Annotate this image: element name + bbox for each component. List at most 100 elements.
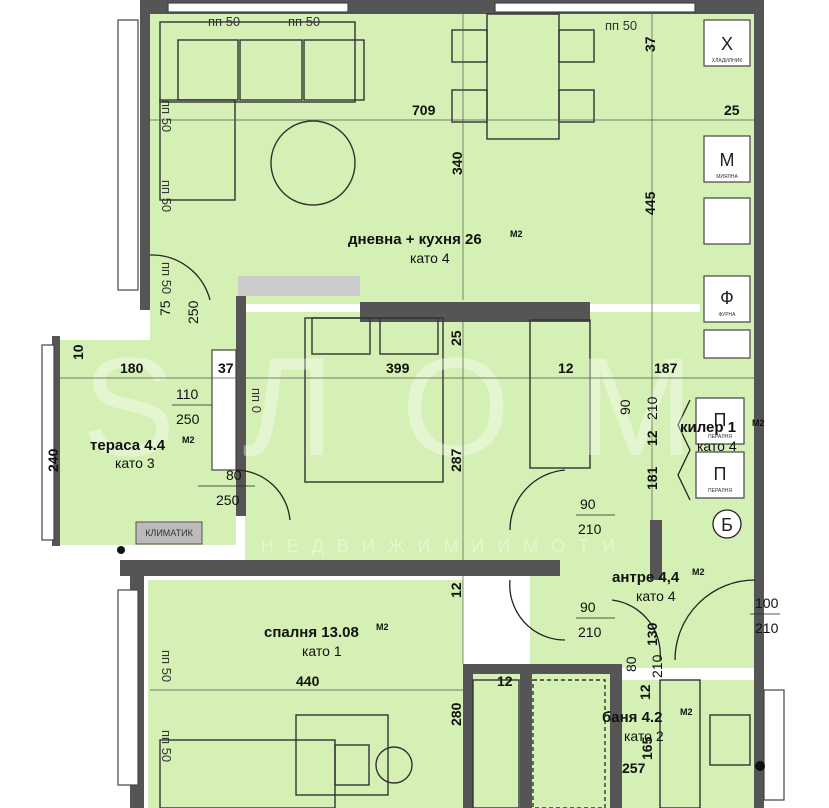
wall-bath-right <box>610 664 622 808</box>
terrace-floor: като 3 <box>115 455 155 471</box>
door-terrace-living <box>149 254 211 301</box>
wall-left-living <box>140 0 150 310</box>
dim-12-bath: 12 <box>497 673 513 689</box>
wall-bedroom-divider <box>120 560 560 576</box>
entrance-floor: като 4 <box>636 588 676 604</box>
window-top-right <box>494 2 696 13</box>
dim-25-mid: 25 <box>448 330 464 346</box>
dim-280: 280 <box>448 702 464 726</box>
pp50-left-d: пп 50 <box>159 650 174 682</box>
watermark-logo: S Л O M <box>82 328 707 485</box>
terrace-floor <box>58 340 236 545</box>
dim-12-mid: 12 <box>558 360 574 376</box>
terrace-name: тераса 4.4 <box>90 437 166 454</box>
dim-399: 399 <box>386 360 410 376</box>
w90-b: 90 <box>580 496 596 512</box>
fridge-letter: Х <box>721 34 733 54</box>
h210-d: 210 <box>755 620 779 636</box>
w90-a: 90 <box>617 399 633 415</box>
dryer-icon <box>695 451 745 499</box>
dim-37-mid: 37 <box>218 360 234 376</box>
furniture <box>159 13 751 808</box>
bed-2 <box>159 739 336 808</box>
entrance-floor <box>530 560 760 668</box>
pantry-name: килер 1 <box>680 419 736 436</box>
dim-257: 257 <box>622 760 646 776</box>
w90-c: 90 <box>580 599 596 615</box>
entry-marker-circle <box>712 509 742 539</box>
living-room-floor <box>150 14 702 304</box>
bathroom-unit: M2 <box>680 707 693 717</box>
w110: 110 <box>176 386 199 402</box>
bath-sink <box>709 714 751 766</box>
climate-unit-label: КЛИМАТИК <box>145 528 193 538</box>
pp50-top-b: пп 50 <box>288 14 320 29</box>
bath-cabinet <box>472 679 520 808</box>
dim-12-bath2: 12 <box>637 684 653 700</box>
w100: 100 <box>755 595 779 611</box>
door-pantry-folding <box>677 399 691 501</box>
window-bedroom1-frame <box>211 349 237 471</box>
bathroom-floor: като 2 <box>624 728 664 744</box>
bath-tub <box>659 679 701 808</box>
oven-caption: ФУРНА <box>718 312 736 318</box>
dimension-labels: 709 340 445 37 25 180 37 399 12 187 10 2… <box>45 36 740 776</box>
dim-10: 10 <box>70 344 86 360</box>
wall-bedroom1-left <box>236 296 246 516</box>
window-top-left <box>167 2 349 13</box>
coffee-table <box>270 120 356 206</box>
dim-37-top: 37 <box>642 36 658 52</box>
bedroom-unit: M2 <box>376 622 389 632</box>
sofa <box>159 21 365 201</box>
h210-a: 210 <box>644 396 660 420</box>
wall-bath-left <box>463 664 473 808</box>
living-floor: като 4 <box>410 250 450 266</box>
entrance-name: антре 4,4 <box>612 569 680 586</box>
washer-icon <box>695 397 745 445</box>
opening-notes: пп 50 пп 50 пп 50 пп 50 пп 50 пп 50 пп 5… <box>157 14 780 762</box>
pp50-left-e: пп 50 <box>159 730 174 762</box>
dim-180: 180 <box>120 360 144 376</box>
wall-bath-top <box>463 664 613 674</box>
door-bathroom <box>611 599 661 661</box>
sink-icon <box>703 197 751 245</box>
doors <box>149 254 756 661</box>
wall-terrace-left <box>52 336 60 546</box>
entry-marker: Б <box>721 515 733 535</box>
dim-240: 240 <box>45 448 61 472</box>
dim-12-bed: 12 <box>448 582 464 598</box>
living-unit: M2 <box>510 229 523 239</box>
dryer-caption: ПЕРАЛНЯ <box>708 488 732 494</box>
windows <box>41 2 785 801</box>
dishwasher-caption: МИЯЛНА <box>716 174 738 180</box>
pp50-top-a: пп 50 <box>208 14 240 29</box>
terrace-link-floor <box>150 300 245 350</box>
door-terrace <box>235 469 291 521</box>
door-bedroom1 <box>509 469 566 531</box>
dim-12-vert: 12 <box>644 430 660 446</box>
bathroom-floor <box>533 668 613 808</box>
dim-25-right: 25 <box>724 102 740 118</box>
fridge-caption: ХЛАДИЛНИК <box>712 58 743 64</box>
window-left-bedroom2 <box>117 589 139 786</box>
window-right-bath <box>763 689 785 801</box>
dishwasher-icon <box>703 135 751 183</box>
wall-bath-mid <box>520 664 532 808</box>
bedroom-floor: като 1 <box>302 643 342 659</box>
window-terrace <box>41 344 55 541</box>
terrace-unit: M2 <box>182 435 195 445</box>
dim-181: 181 <box>644 466 660 490</box>
stove-icon <box>703 329 751 359</box>
window-left-living <box>117 19 139 291</box>
wall-bedroom1-top-light <box>238 276 360 296</box>
oven-icon <box>703 275 751 323</box>
dim-445: 445 <box>642 191 658 215</box>
dryer-letter: П <box>714 464 727 484</box>
pantry-floor: като 4 <box>697 438 737 454</box>
dim-340: 340 <box>449 151 465 175</box>
h250-c: 250 <box>216 492 240 508</box>
dim-130: 130 <box>644 622 660 646</box>
dimension-lines <box>60 14 754 691</box>
fridge-icon <box>703 19 751 67</box>
